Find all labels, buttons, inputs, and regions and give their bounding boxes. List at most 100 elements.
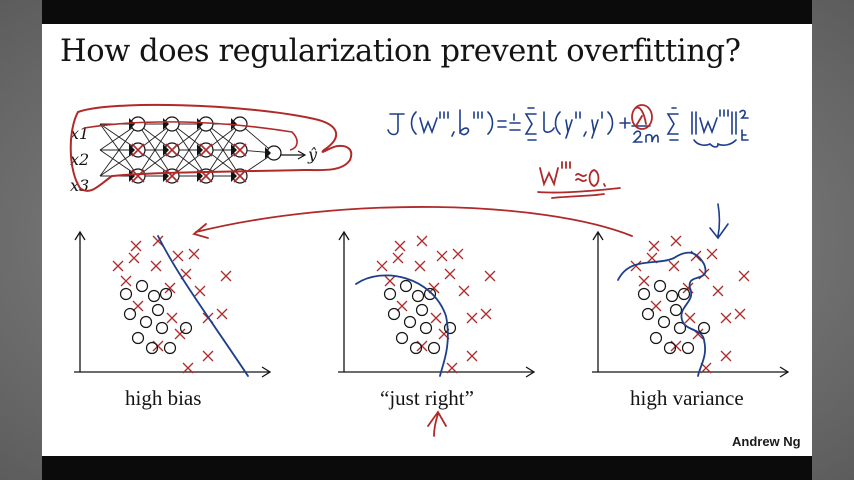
x-marker bbox=[392, 252, 404, 264]
o-marker bbox=[163, 341, 177, 355]
input-label-x2: x2 bbox=[70, 150, 89, 169]
x-marker bbox=[706, 248, 718, 260]
y-axis-arrowhead bbox=[592, 230, 604, 241]
x-marker bbox=[396, 300, 408, 312]
neural-network-diagram: x1 x2 x3 ŷ bbox=[69, 103, 353, 195]
neuron-crossed-out-ink bbox=[233, 143, 247, 157]
neuron-input-wedge bbox=[197, 118, 203, 130]
neuron-crossed-out-ink bbox=[165, 143, 179, 157]
neuron-crossed-out-ink bbox=[199, 143, 213, 157]
cost-function-ink bbox=[192, 104, 749, 437]
x-marker bbox=[648, 240, 660, 252]
x-marker bbox=[416, 235, 428, 247]
network-lasso-ink bbox=[69, 103, 353, 192]
ink-2m bbox=[632, 130, 659, 143]
x-marker bbox=[174, 328, 186, 340]
x-marker bbox=[376, 260, 388, 272]
x-marker bbox=[166, 312, 178, 324]
x-marker bbox=[712, 285, 724, 297]
neuron-crossed-out-ink bbox=[131, 143, 145, 157]
o-marker bbox=[139, 315, 153, 329]
o-marker bbox=[419, 321, 433, 335]
plot-just-right bbox=[338, 230, 536, 378]
o-marker bbox=[649, 331, 663, 345]
neuron-input-wedge bbox=[265, 147, 271, 159]
x-marker bbox=[384, 275, 396, 287]
ink-comma-b bbox=[451, 109, 470, 137]
x-marker bbox=[630, 260, 642, 272]
network-edge bbox=[137, 123, 173, 177]
caption-high-bias: high bias bbox=[125, 386, 202, 410]
ink-equals bbox=[497, 120, 507, 128]
o-marker bbox=[673, 321, 687, 335]
author-credit: Andrew Ng bbox=[732, 434, 801, 449]
o-marker bbox=[411, 289, 425, 303]
o-marker bbox=[443, 321, 457, 335]
o-marker bbox=[159, 287, 173, 301]
neuron-input-wedge bbox=[197, 144, 203, 156]
bottom-letterbox-bar bbox=[42, 456, 812, 480]
lambda-circle-ink bbox=[631, 104, 653, 130]
plot-high-bias bbox=[74, 230, 272, 378]
x-marker bbox=[112, 260, 124, 272]
ink-sigma-2 bbox=[666, 107, 679, 141]
x-marker bbox=[446, 362, 458, 374]
network-lasso-inner-ink bbox=[83, 121, 298, 151]
weights-zero-ink bbox=[539, 161, 606, 187]
neuron-input-wedge bbox=[231, 170, 237, 182]
lambda-ink bbox=[635, 106, 647, 127]
variance-to-bias-arrowhead-ink bbox=[192, 223, 209, 239]
ink-paren-close bbox=[487, 111, 494, 135]
y-axis-arrowhead bbox=[338, 230, 350, 241]
network-edge bbox=[99, 123, 139, 151]
ink-fraction-1m bbox=[509, 113, 521, 131]
o-marker bbox=[179, 321, 193, 335]
o-marker bbox=[641, 307, 655, 321]
down-arrow-ink bbox=[709, 203, 729, 240]
o-marker bbox=[387, 307, 401, 321]
x-marker bbox=[216, 308, 228, 320]
slide-title: How does regularization prevent overfitt… bbox=[60, 34, 741, 69]
input-labels: x1 x2 x3 bbox=[70, 124, 89, 195]
input-label-x1: x1 bbox=[70, 124, 89, 143]
ink-superscript-l bbox=[439, 111, 449, 119]
neuron-input-wedge bbox=[129, 118, 135, 130]
decision-boundary-ink bbox=[355, 274, 449, 377]
x-marker bbox=[120, 275, 132, 287]
o-marker bbox=[665, 289, 679, 303]
o-marker bbox=[415, 303, 429, 317]
x-marker bbox=[670, 235, 682, 247]
o-marker bbox=[145, 341, 159, 355]
o-marker bbox=[123, 307, 137, 321]
o-marker bbox=[409, 341, 423, 355]
x-marker bbox=[430, 312, 442, 324]
variance-to-bias-arrow-ink bbox=[195, 206, 633, 237]
x-marker bbox=[720, 350, 732, 362]
x-marker bbox=[132, 300, 144, 312]
plot-high-variance bbox=[592, 230, 790, 378]
network-edge bbox=[99, 123, 139, 177]
o-marker bbox=[147, 289, 161, 303]
x-marker bbox=[182, 362, 194, 374]
neuron-input-wedge bbox=[129, 144, 135, 156]
x-marker bbox=[458, 285, 470, 297]
x-marker bbox=[480, 308, 492, 320]
x-marker bbox=[172, 250, 184, 262]
ink-superscript-l-2 bbox=[473, 111, 483, 119]
x-marker bbox=[444, 268, 456, 280]
o-marker bbox=[637, 287, 651, 301]
x-marker bbox=[738, 270, 750, 282]
o-marker bbox=[663, 341, 677, 355]
network-edge bbox=[171, 123, 207, 177]
o-marker bbox=[155, 321, 169, 335]
decision-boundary-ink bbox=[157, 235, 249, 377]
x-marker bbox=[466, 350, 478, 362]
top-letterbox-bar bbox=[42, 0, 812, 24]
neuron-input-wedge bbox=[129, 170, 135, 182]
caption-high-variance: high variance bbox=[630, 386, 744, 410]
o-marker bbox=[151, 303, 165, 317]
weights-zero-underline-ink bbox=[537, 187, 621, 199]
plots-canvas bbox=[74, 230, 790, 378]
ink-plus bbox=[619, 117, 631, 129]
ink-loss-L bbox=[543, 111, 555, 133]
